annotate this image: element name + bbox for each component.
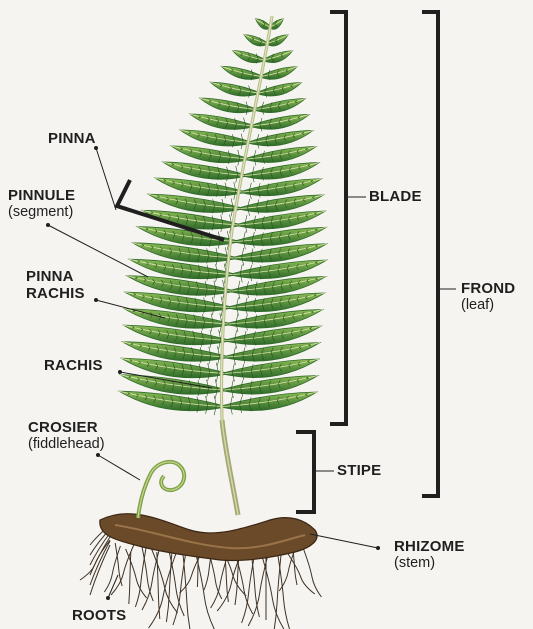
label-pinnule: PINNULE (segment) xyxy=(8,187,75,221)
label-frond-sub: (leaf) xyxy=(461,297,515,314)
crosier-leader xyxy=(98,455,140,480)
label-blade: BLADE xyxy=(369,188,422,205)
label-stipe: STIPE xyxy=(337,462,381,479)
label-pinna-text: PINNA xyxy=(48,130,96,147)
rhizome-leader xyxy=(310,534,378,548)
crosier-illustration xyxy=(138,462,184,518)
label-rhizome-text: RHIZOME xyxy=(394,538,465,555)
label-blade-text: BLADE xyxy=(369,188,422,205)
label-rachis: RACHIS xyxy=(44,357,103,374)
label-pinnule-text: PINNULE xyxy=(8,187,75,204)
label-frond-text: FROND xyxy=(461,280,515,297)
frond-bracket xyxy=(424,12,438,496)
label-pinna-rachis-line1: PINNA xyxy=(26,268,85,285)
label-pinna-rachis: PINNA RACHIS xyxy=(26,268,85,302)
root-strand xyxy=(90,537,110,575)
roots-leader xyxy=(108,575,118,598)
root-strand xyxy=(141,543,153,601)
root-strand xyxy=(135,546,146,607)
root-strand xyxy=(149,549,178,628)
root-strand xyxy=(287,552,315,594)
blade-bracket xyxy=(332,12,346,424)
label-stipe-text: STIPE xyxy=(337,462,381,479)
label-crosier-text: CROSIER xyxy=(28,419,105,436)
stipe-bracket xyxy=(298,432,314,512)
label-rachis-text: RACHIS xyxy=(44,357,103,374)
label-pinna-rachis-line2: RACHIS xyxy=(26,285,85,302)
root-strand xyxy=(80,540,110,580)
rhizome-illustration xyxy=(100,514,317,561)
label-rhizome: RHIZOME (stem) xyxy=(394,538,465,572)
root-strand xyxy=(302,546,321,597)
stipe-illustration xyxy=(222,420,238,515)
label-pinnule-sub: (segment) xyxy=(8,204,75,221)
label-roots-text: ROOTS xyxy=(72,607,126,624)
label-crosier-sub: (fiddlehead) xyxy=(28,436,105,453)
label-pinna: PINNA xyxy=(48,130,96,147)
pinna-leader xyxy=(96,148,116,210)
label-frond: FROND (leaf) xyxy=(461,280,515,314)
root-strand xyxy=(111,540,136,595)
label-crosier: CROSIER (fiddlehead) xyxy=(28,419,105,453)
label-roots: ROOTS xyxy=(72,607,126,624)
root-strand xyxy=(166,546,172,622)
label-rhizome-sub: (stem) xyxy=(394,555,465,572)
